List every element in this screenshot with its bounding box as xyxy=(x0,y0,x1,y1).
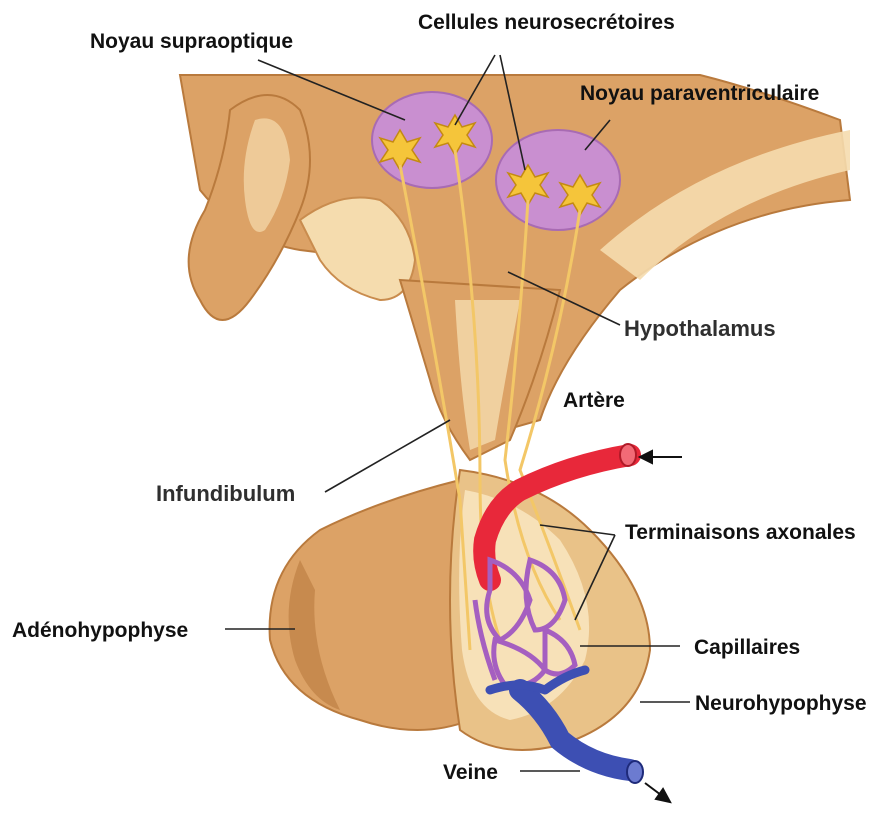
label-noyau-supraoptique: Noyau supraoptique xyxy=(90,31,293,52)
label-infundibulum: Infundibulum xyxy=(156,483,295,505)
label-artere: Artère xyxy=(563,390,625,411)
vein-outflow-arrowhead xyxy=(656,789,670,802)
label-adenohypophyse: Adénohypophyse xyxy=(12,620,188,641)
vein-opening xyxy=(627,761,643,783)
leader-infundibulum xyxy=(325,420,450,492)
artery-opening xyxy=(620,444,636,466)
artery-inflow-arrowhead xyxy=(640,451,652,463)
label-hypothalamus: Hypothalamus xyxy=(624,318,776,340)
supraoptic-nucleus xyxy=(372,92,492,188)
label-terminaisons-axonales: Terminaisons axonales xyxy=(625,522,856,543)
label-veine: Veine xyxy=(443,762,498,783)
label-cellules-neurosecretoires: Cellules neurosecrétoires xyxy=(418,12,675,33)
label-capillaires: Capillaires xyxy=(694,637,800,658)
label-neurohypophyse: Neurohypophyse xyxy=(695,693,867,714)
label-noyau-paraventriculaire: Noyau paraventriculaire xyxy=(580,83,819,104)
